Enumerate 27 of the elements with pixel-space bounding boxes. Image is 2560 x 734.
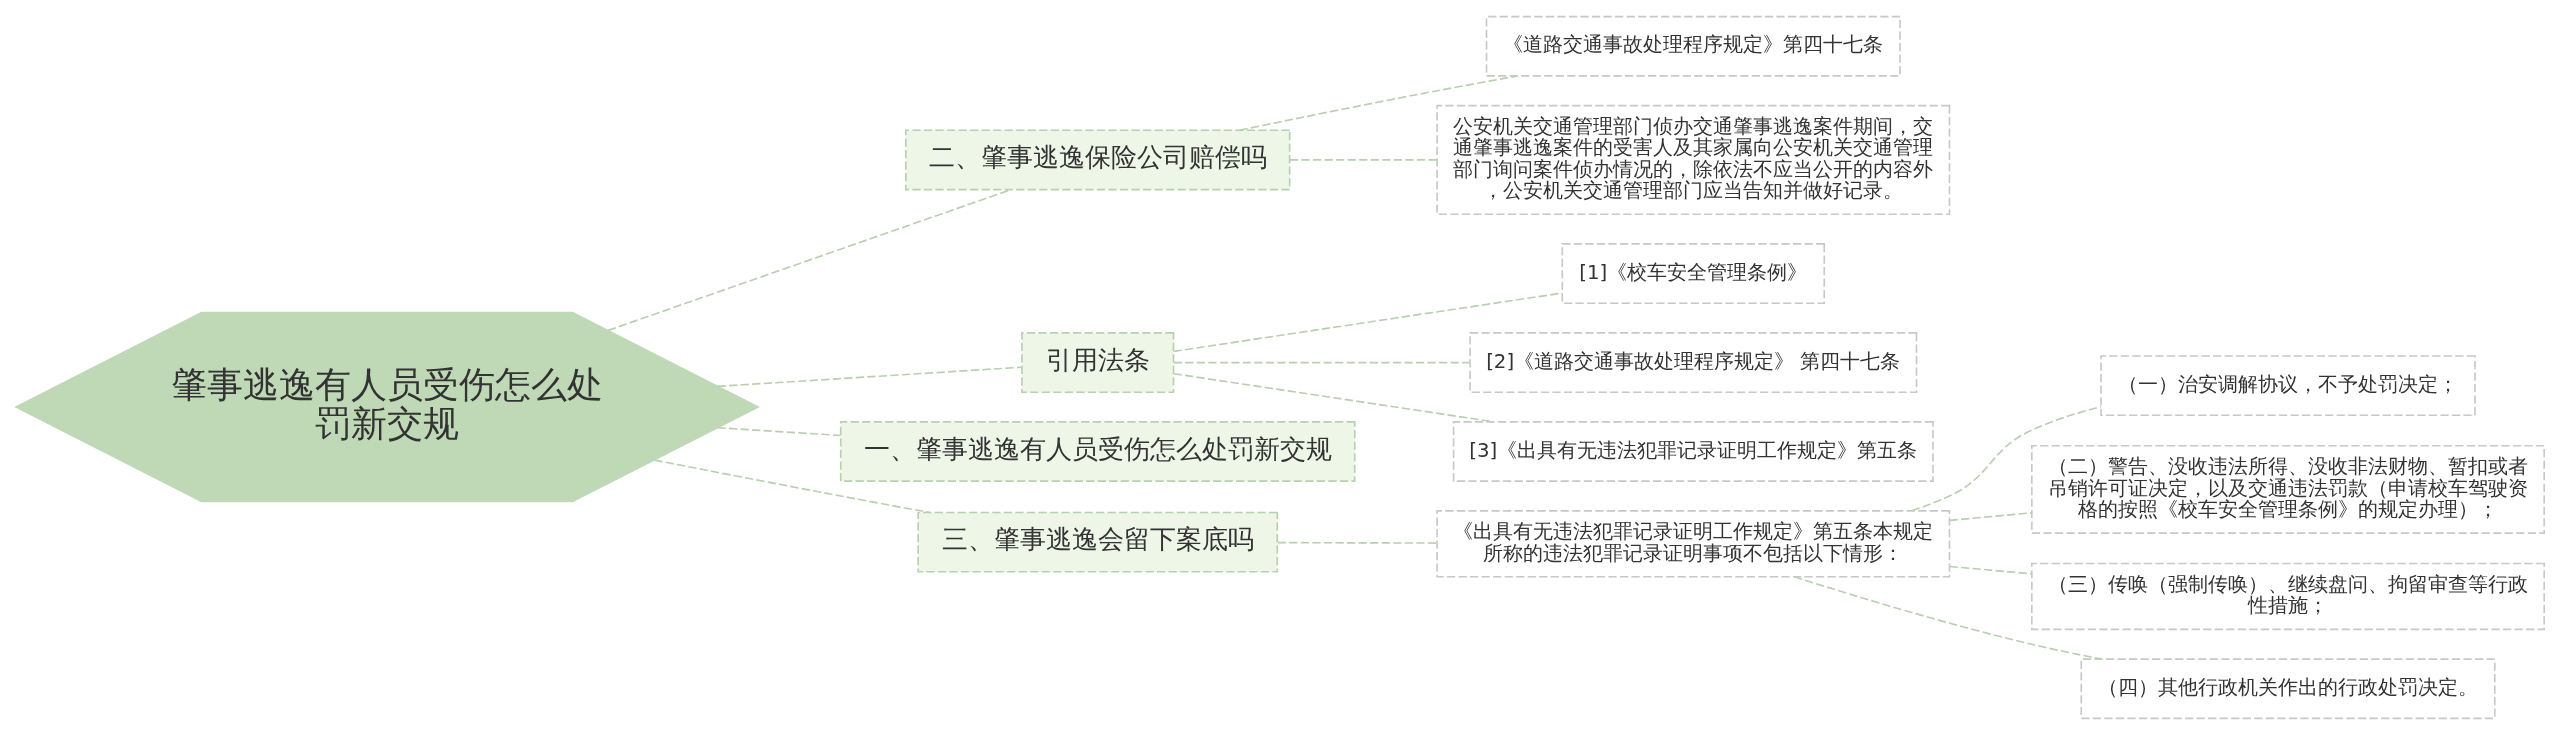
node-box: 公安机关交通管理部门侦办交通肇事逃逸案件期间，交通肇事逃逸案件的受害人及其家属向公安机关交通管理部门询问案件侦办情况的，除依法不应当公开的内容外，公安机关交通管理部门应当告知并做好记录。 bbox=[1436, 104, 1951, 215]
connector bbox=[1172, 361, 1471, 363]
connector bbox=[1948, 511, 2033, 521]
node-box: 《出具有无违法犯罪记录证明工作规定》第五条本规定所称的违法犯罪记录证明事项不包括以下情形： bbox=[1436, 509, 1951, 578]
connector bbox=[1289, 158, 1438, 161]
node-box: 一、肇事逃逸有人员受伤怎么处罚新交规 bbox=[839, 420, 1356, 482]
connector bbox=[1793, 575, 2103, 660]
node-box: （二）警告、没收违法所得、没收非法财物、暂扣或者吊销许可证决定，以及交通违法罚款（申请校车驾驶资格的按照《校车安全管理条例》的规定办理）； bbox=[2031, 444, 2545, 534]
node-box: 引用法条 bbox=[1021, 331, 1175, 393]
node-box: 二、肇事逃逸保险公司赔偿吗 bbox=[904, 128, 1291, 190]
node-box: 《道路交通事故处理程序规定》第四十七条 bbox=[1485, 15, 1901, 77]
node-box: [1]《校车安全管理条例》 bbox=[1561, 242, 1826, 304]
connector bbox=[716, 365, 1023, 387]
connector bbox=[1238, 74, 1519, 131]
node-box: （三）传唤（强制传唤）、继续盘问、拘留审查等行政性措施； bbox=[2031, 562, 2545, 630]
node-box: （一）治安调解协议，不予处罚决定； bbox=[2100, 354, 2476, 416]
connector bbox=[1910, 405, 2102, 512]
connector bbox=[1948, 565, 2033, 575]
connector bbox=[653, 458, 930, 513]
node-box: （四）其他行政机关作出的行政处罚决定。 bbox=[2080, 657, 2496, 719]
node-box: 三、肇事逃逸会留下案底吗 bbox=[917, 511, 1279, 573]
connector bbox=[716, 426, 842, 436]
connector bbox=[1172, 291, 1563, 352]
node-box: [2]《道路交通事故处理程序规定》 第四十七条 bbox=[1469, 331, 1918, 393]
connector bbox=[1172, 372, 1495, 423]
connector bbox=[1277, 541, 1438, 544]
node-box: [3]《出具有无违法犯罪记录证明工作规定》第五条 bbox=[1452, 420, 1934, 482]
